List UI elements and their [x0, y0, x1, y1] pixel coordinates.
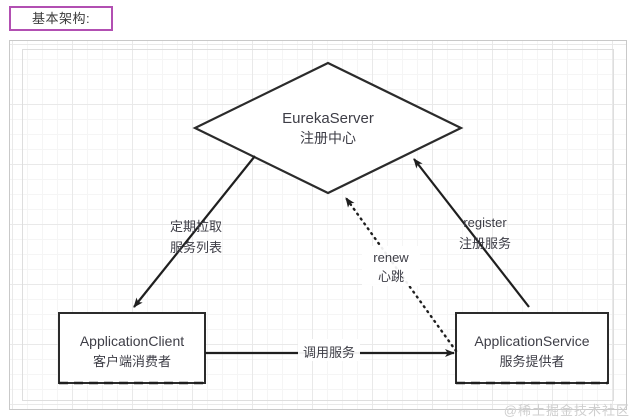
pull-service-list-line	[133, 155, 256, 308]
application-client-subtitle: 客户端消费者	[93, 354, 171, 369]
renew-label-line1: renew	[373, 250, 409, 265]
register-label-line2: 注册服务	[459, 236, 511, 251]
invoke-service-label-backdrop	[298, 339, 360, 361]
application-service-box-shape	[455, 312, 609, 384]
node-eureka-server[interactable]: EurekaServer 注册中心	[192, 61, 464, 195]
application-client-title: ApplicationClient	[80, 333, 184, 349]
eureka-server-diamond-shape	[192, 61, 464, 195]
application-service-title: ApplicationService	[474, 333, 589, 349]
pull-service-list-label-line1: 定期拉取	[170, 219, 222, 234]
section-title-label: 基本架构:	[31, 11, 91, 26]
diagram-canvas: EurekaServer 注册中心 ApplicationClient 客户端消…	[9, 40, 627, 410]
renew-dotted-line	[344, 196, 458, 353]
edge-pull-service-list: 定期拉取 服务列表	[133, 155, 256, 308]
edge-invoke-service: 调用服务	[205, 339, 455, 361]
watermark-label: @稀土掘金技术社区	[503, 403, 630, 418]
renew-label-backdrop	[362, 246, 420, 286]
edge-register: register 注册服务	[413, 158, 530, 308]
eureka-server-subtitle: 注册中心	[300, 130, 356, 146]
node-application-client[interactable]: ApplicationClient 客户端消费者	[58, 312, 206, 385]
pull-service-list-label-line2: 服务列表	[170, 240, 222, 255]
invoke-service-label: 调用服务	[303, 345, 355, 360]
architecture-diagram: EurekaServer 注册中心 ApplicationClient 客户端消…	[58, 61, 609, 385]
register-line	[413, 158, 530, 308]
register-label-line1: register	[463, 215, 507, 230]
section-title-chip: 基本架构:	[9, 6, 113, 31]
renew-label-line2: 心跳	[378, 269, 404, 284]
edge-renew: renew 心跳	[344, 196, 458, 353]
node-application-service[interactable]: ApplicationService 服务提供者	[455, 312, 609, 385]
eureka-server-title: EurekaServer	[282, 110, 374, 127]
application-service-subtitle: 服务提供者	[499, 354, 564, 369]
application-client-box-shape	[58, 312, 206, 384]
